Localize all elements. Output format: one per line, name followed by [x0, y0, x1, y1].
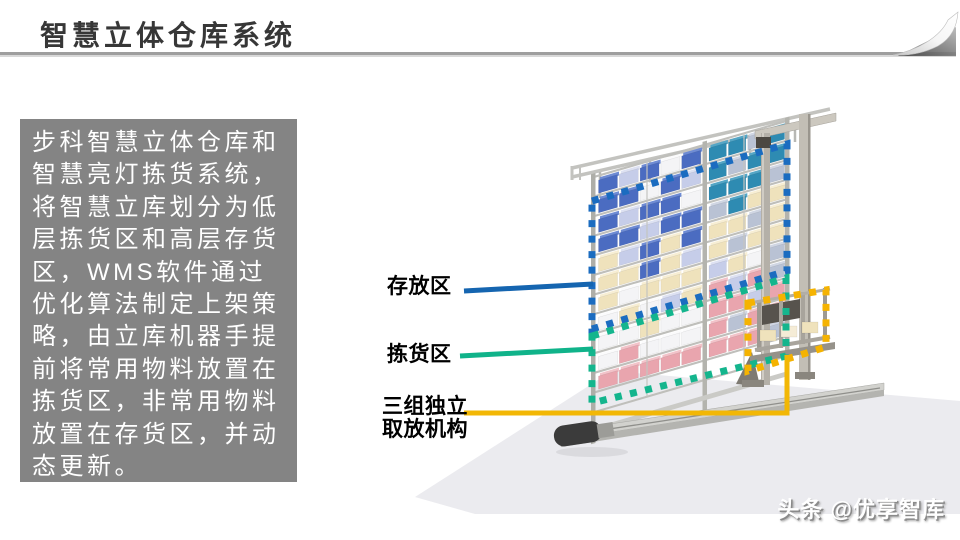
- title-underline-shadow: [0, 55, 956, 57]
- mechanism-dashed-outline: [744, 285, 830, 376]
- description-text: 步科智慧立体仓库和智慧亮灯拣货系统，将智慧立库划分为低层拣货区和高层存货区，WM…: [32, 129, 280, 481]
- storage-leader-line: [463, 281, 594, 294]
- label-storage-area: 存放区: [387, 275, 452, 298]
- description-box: 步科智慧立体仓库和智慧亮灯拣货系统，将智慧立库划分为低层拣货区和高层存货区，WM…: [20, 119, 297, 482]
- page-curl-icon: [892, 11, 959, 56]
- motor-unit: [553, 421, 615, 447]
- shuttle-unit: [750, 287, 835, 363]
- picking-leader-line: [459, 346, 594, 359]
- page-title: 智慧立体仓库系统: [40, 20, 297, 51]
- mechanism-leader-line: [464, 355, 790, 416]
- rack-shelves: [592, 119, 790, 414]
- watermark: 头条 @优享智库: [777, 497, 945, 522]
- motor-shadow: [556, 447, 628, 457]
- label-mechanism: 三组独立取放机构: [382, 395, 468, 441]
- title-underline: [0, 52, 956, 55]
- floor-shadow: [415, 371, 960, 514]
- label-picking-area: 拣货区: [387, 343, 452, 366]
